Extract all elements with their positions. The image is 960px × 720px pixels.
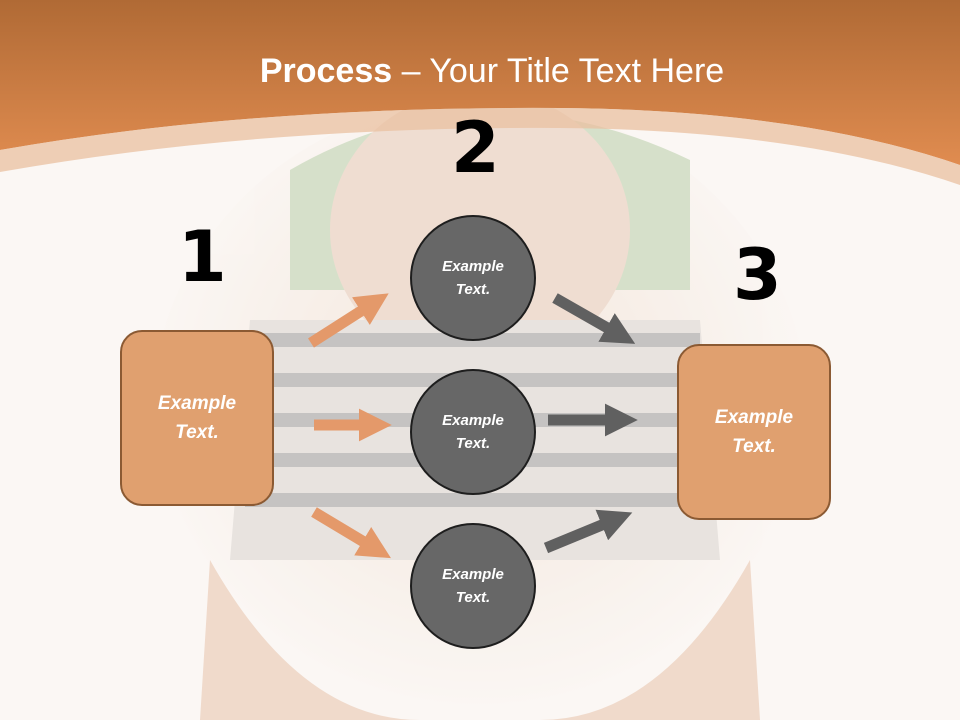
slide-title: Process – Your Title Text Here bbox=[0, 52, 960, 91]
arrow-top-to-3 bbox=[552, 293, 636, 344]
step-number-2: 2 bbox=[451, 107, 500, 189]
arrow-bottom-to-3 bbox=[543, 509, 633, 554]
step-2-circle-middle: Example Text. bbox=[410, 369, 536, 495]
title-rest: – Your Title Text Here bbox=[392, 52, 725, 90]
arrow-1-to-top bbox=[308, 293, 389, 348]
step-1-text: Example Text. bbox=[157, 393, 237, 443]
circle-middle-text: Example Text. bbox=[442, 412, 504, 452]
circle-top-text: Example Text. bbox=[442, 258, 504, 298]
step-1-box: Example Text. bbox=[120, 330, 274, 506]
circle-bottom-text: Example Text. bbox=[442, 566, 504, 606]
step-3-text: Example Text. bbox=[714, 407, 794, 457]
step-2-circle-top: Example Text. bbox=[410, 215, 536, 341]
step-3-box: Example Text. bbox=[677, 344, 831, 520]
step-number-1: 1 bbox=[178, 216, 227, 298]
step-2-circle-bottom: Example Text. bbox=[410, 523, 536, 649]
arrow-1-to-bottom bbox=[311, 507, 391, 559]
title-bold: Process bbox=[259, 52, 393, 90]
step-number-3: 3 bbox=[733, 234, 782, 316]
